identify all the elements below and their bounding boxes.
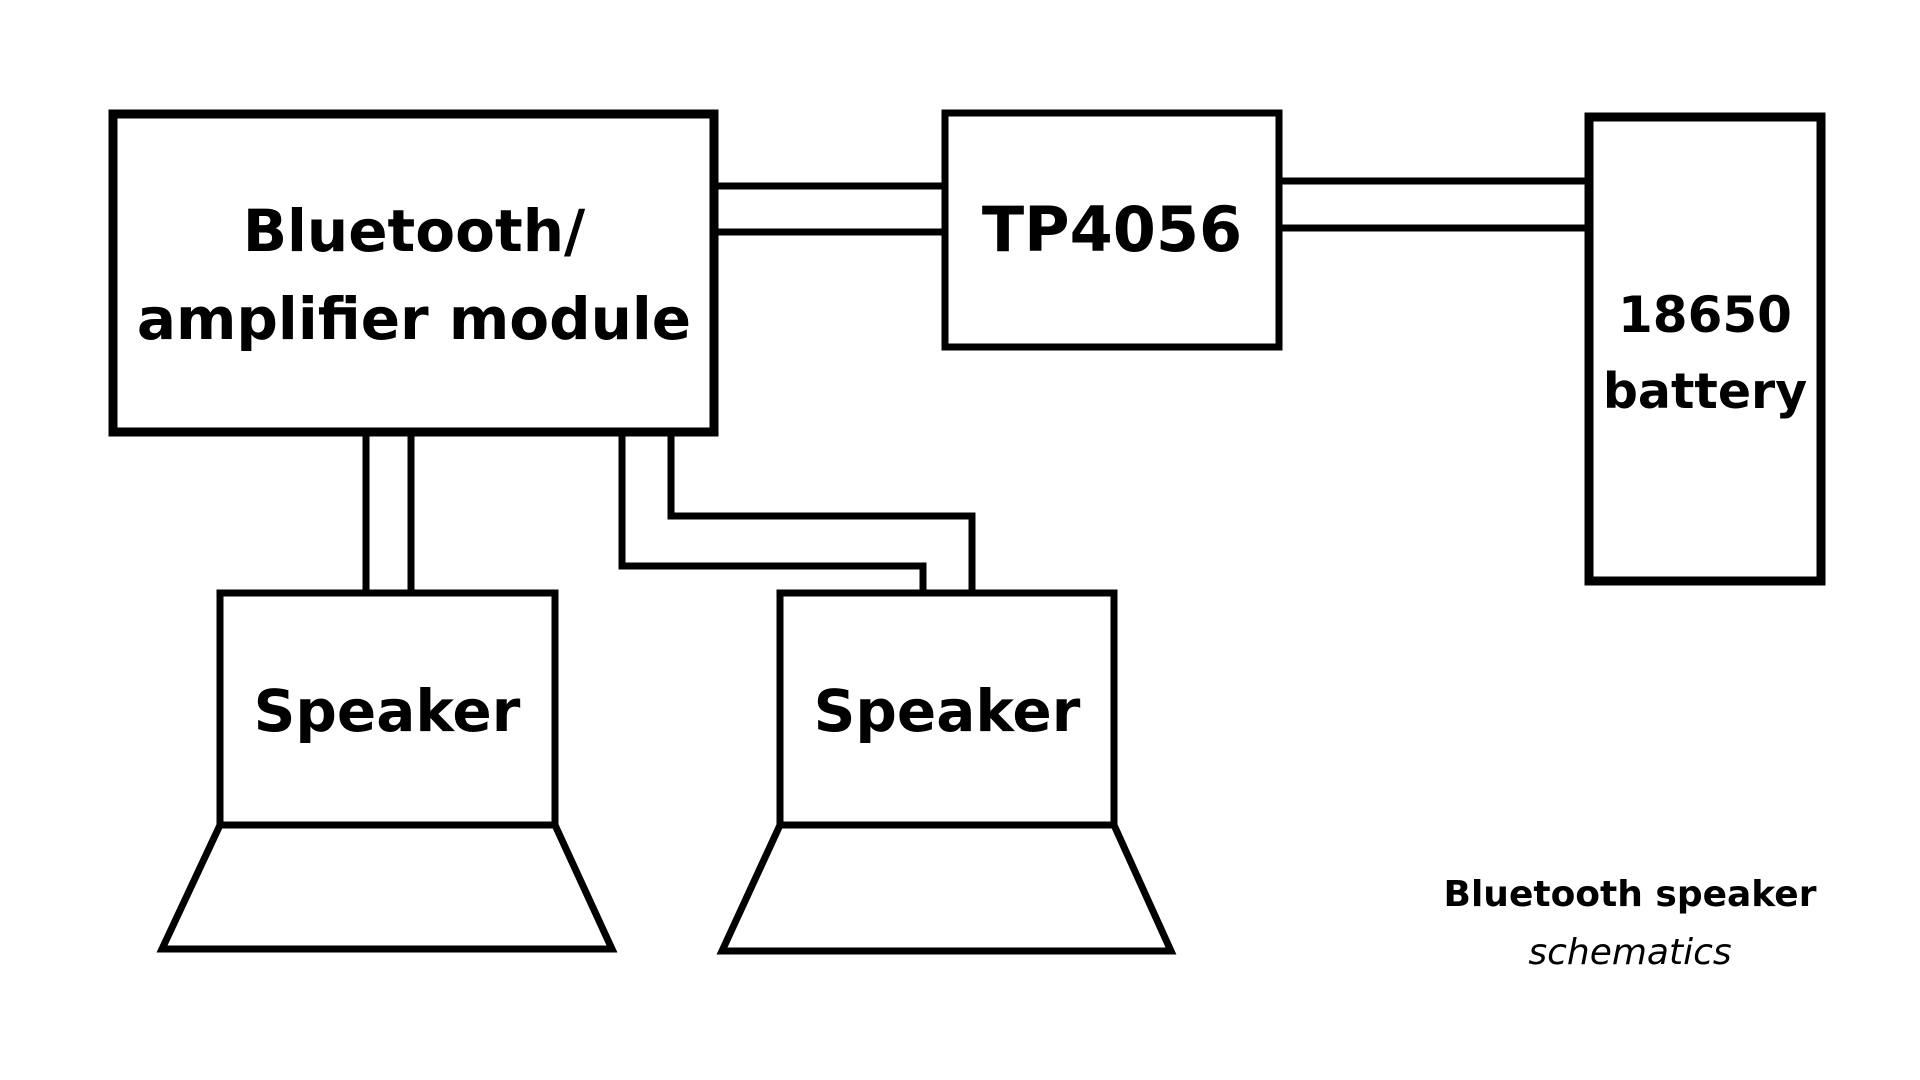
charger-label: TP4056 — [982, 193, 1242, 266]
diagram-caption: Bluetooth speaker schematics — [1444, 874, 1817, 973]
battery-18650: 18650 battery — [1584, 112, 1826, 586]
speaker-right-cone — [716, 821, 1177, 955]
speaker-left-cone — [156, 821, 618, 953]
wires-bt-to-speaker-right — [618, 432, 976, 593]
wire-speaker-right-outer — [618, 432, 927, 593]
speaker-right: Speaker — [716, 589, 1177, 955]
tp4056-charger-module: TP4056 — [941, 109, 1283, 351]
bt-module-label-line2: amplifier module — [137, 285, 691, 353]
caption-title: Bluetooth speaker — [1444, 874, 1817, 915]
bt-module-label-line1: Bluetooth/ — [243, 197, 586, 265]
battery-label-line2: battery — [1603, 363, 1807, 420]
speaker-right-label: Speaker — [814, 677, 1081, 745]
wires-bt-to-charger — [714, 182, 942, 236]
speaker-left: Speaker — [156, 589, 618, 953]
battery-label-line1: 18650 — [1618, 286, 1792, 344]
bluetooth-amplifier-module: Bluetooth/ amplifier module — [108, 109, 719, 437]
caption-subtitle: schematics — [1528, 932, 1731, 973]
wires-bt-to-speaker-left — [362, 432, 415, 593]
wire-speaker-right-inner — [667, 432, 976, 593]
wires-charger-to-battery — [1279, 177, 1587, 232]
speaker-left-label: Speaker — [254, 677, 521, 745]
